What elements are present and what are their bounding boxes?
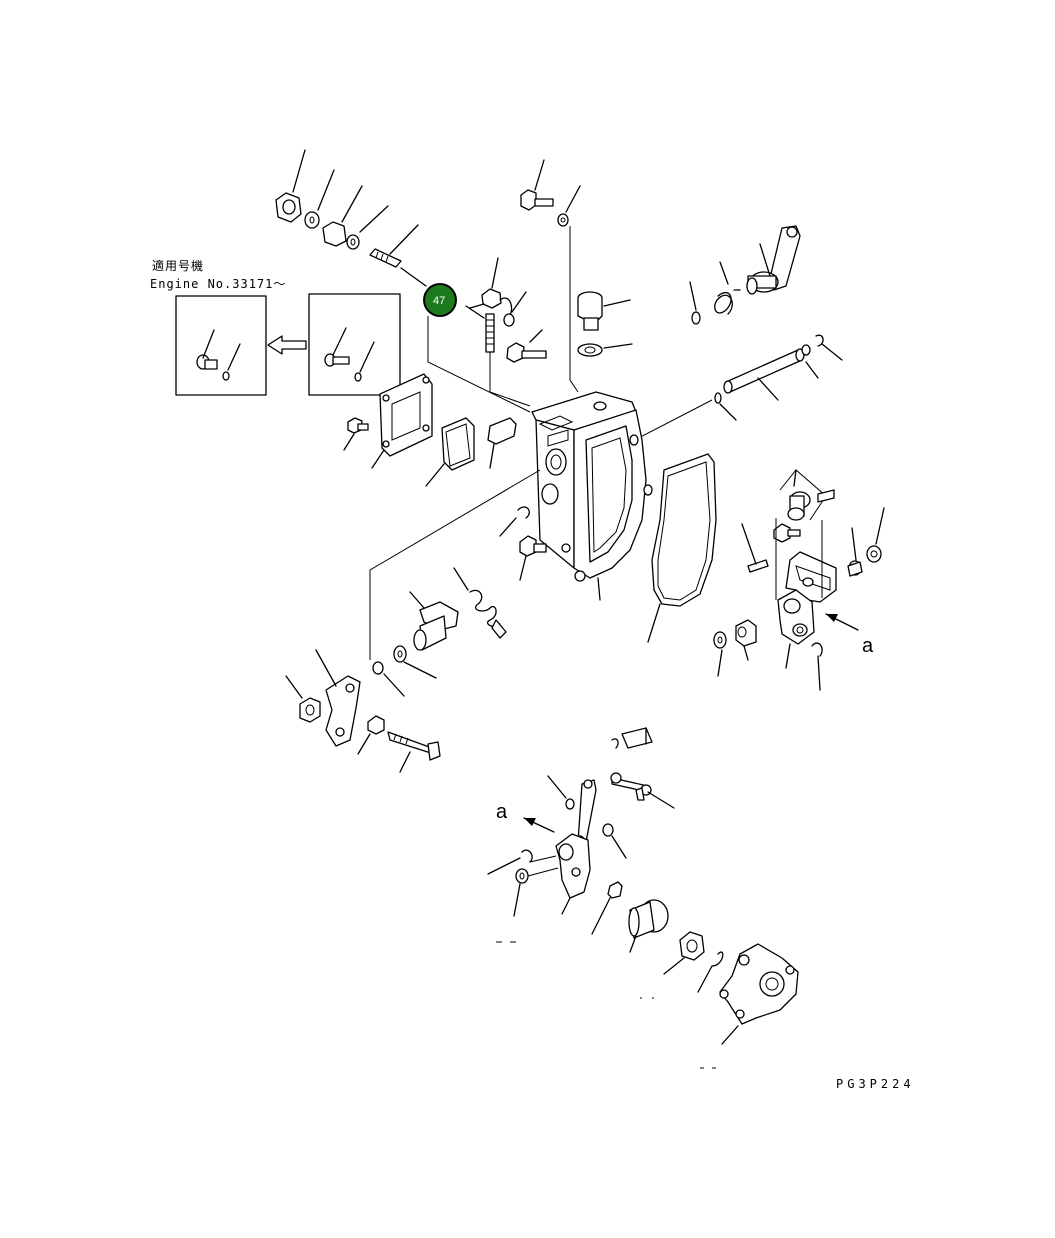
applicability-label-jp: 適用号機	[152, 258, 204, 273]
callout-number: 47	[433, 295, 445, 307]
top-left-parts	[275, 149, 419, 268]
view-a-label-detail: a	[496, 801, 508, 823]
middle-left-parts	[369, 469, 547, 660]
detail-view-a	[487, 727, 799, 1069]
top-bolt	[520, 159, 581, 393]
housing-gasket	[647, 453, 717, 643]
replacement-old-box	[308, 293, 401, 396]
drawing-code: PG3P224	[836, 1077, 915, 1091]
replacement-arrow	[267, 335, 307, 355]
right-assembly	[713, 469, 885, 691]
engine-number-label: Engine No.33171～	[150, 277, 286, 291]
part-callout-47[interactable]: 47	[423, 283, 457, 317]
top-right-lever	[689, 225, 801, 325]
governor-housing	[531, 391, 653, 601]
applicability-note: 適用号機 Engine No.33171～	[150, 258, 286, 291]
leader-line	[427, 316, 531, 413]
left-arrow-icon	[267, 335, 307, 355]
plug	[577, 291, 633, 357]
view-a-label-main: a	[862, 635, 874, 657]
cover-plate	[343, 373, 517, 487]
callout-leader	[400, 267, 427, 287]
linkage-group	[285, 567, 507, 773]
top-center-parts	[465, 257, 547, 407]
shaft	[595, 334, 843, 461]
replacement-new-box	[175, 295, 267, 396]
